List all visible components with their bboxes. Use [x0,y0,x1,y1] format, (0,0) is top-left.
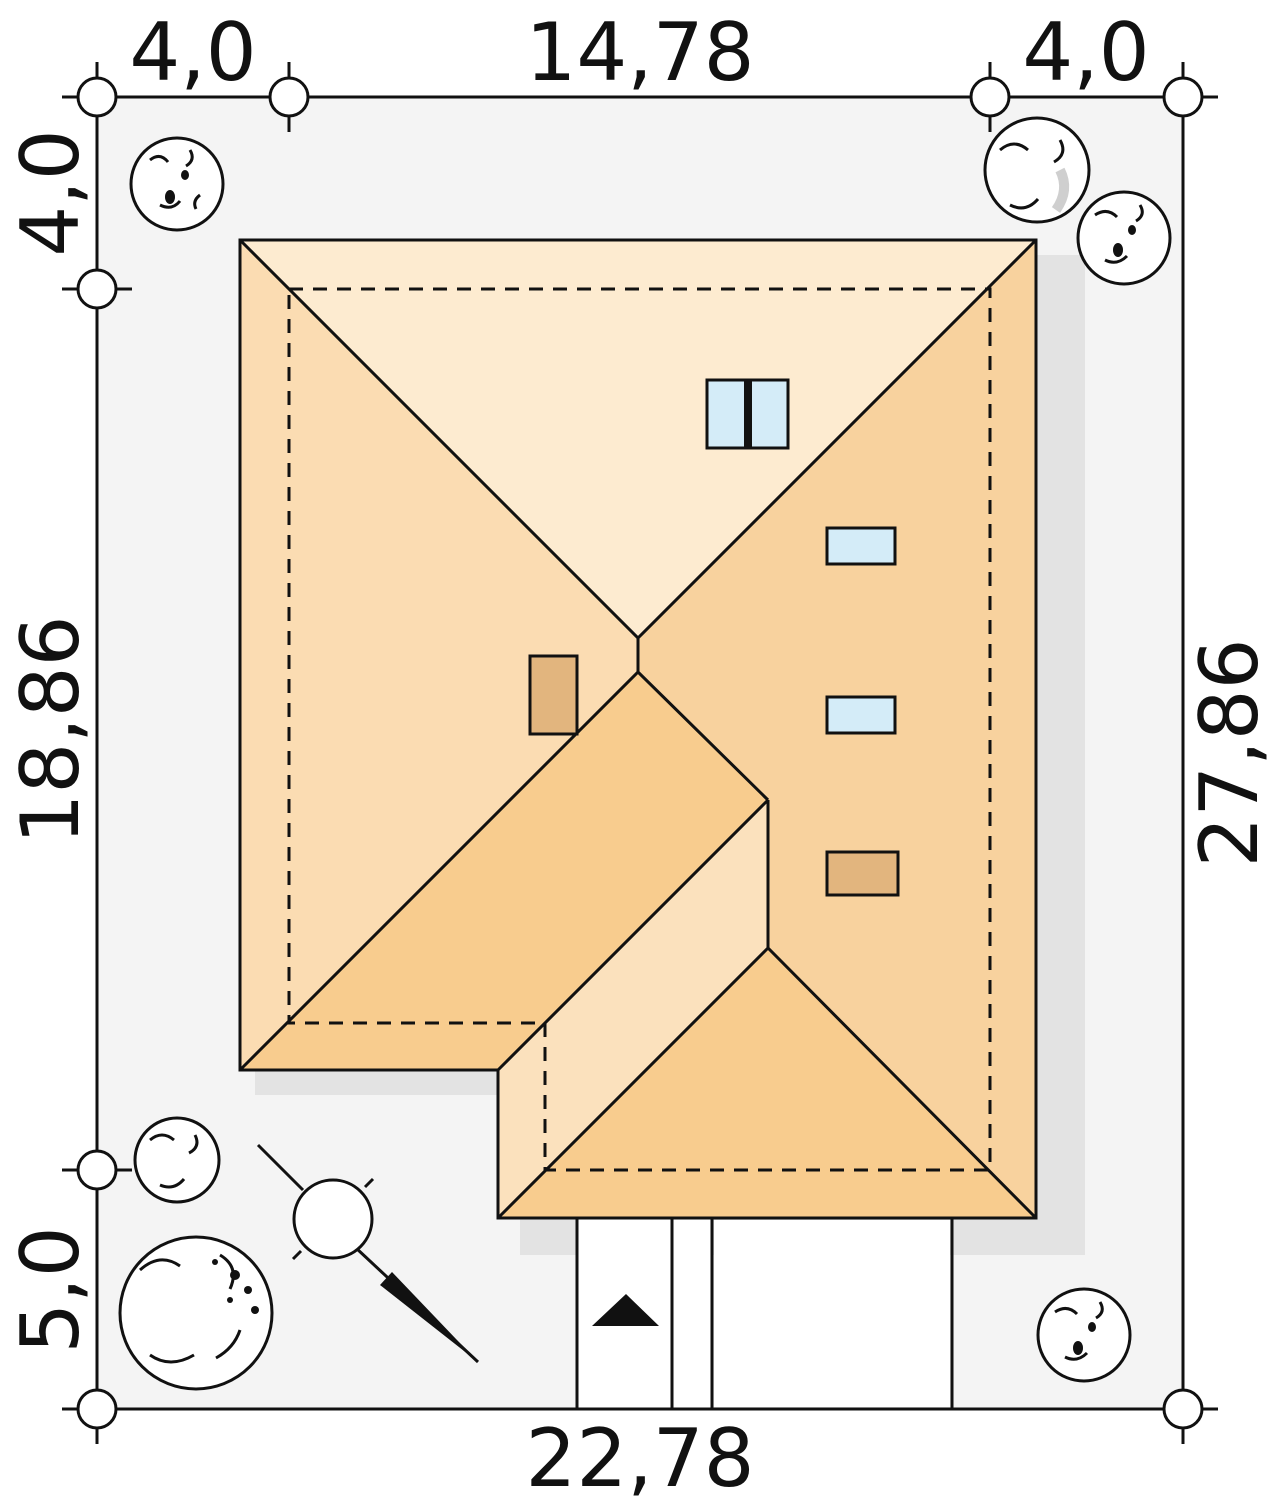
dim-right-total-depth: 27,86 [1183,638,1276,867]
roof-plane-north [240,240,1036,638]
wall-outline-dashed [287,287,992,1172]
north-arrow-icon [256,1143,480,1364]
ridge-wing-lower [496,798,770,1072]
chimney [528,654,579,736]
ridge-nw [238,238,640,640]
dim-left-top-setback: 4,0 [4,129,97,256]
ridge-south-left [496,945,1038,1220]
roof-plane-wing-top [240,672,768,1070]
chimney [825,850,900,897]
dim-left-bottom-setback: 5,0 [4,1226,97,1353]
skylight [825,695,897,735]
dim-top-right-setback: 4,0 [1022,6,1149,99]
roof-plane-wing-side [498,800,768,1218]
tree-icon [1036,1287,1132,1383]
tree-icon [129,136,225,232]
dim-top-left-setback: 4,0 [129,6,256,99]
ridge-ne [636,238,1038,640]
tree-icon [133,1116,221,1204]
tree-icon [983,116,1091,224]
entrance-triangle-icon [592,1294,659,1326]
driveway [575,1216,954,1411]
dim-bottom-total-width: 22,78 [525,1412,754,1505]
dimension-nodes [76,76,1204,1430]
tree-icon [118,1235,274,1391]
roof-plane-west [240,240,638,1070]
dim-left-building-depth: 18,86 [4,615,97,844]
dim-top-building-width: 14,78 [525,6,754,99]
roof-plane-south [498,948,1036,1218]
ridge-wing-valley [238,669,770,1072]
skylight [825,526,897,566]
tree-icon [1076,190,1172,286]
skylight-double [705,378,790,450]
